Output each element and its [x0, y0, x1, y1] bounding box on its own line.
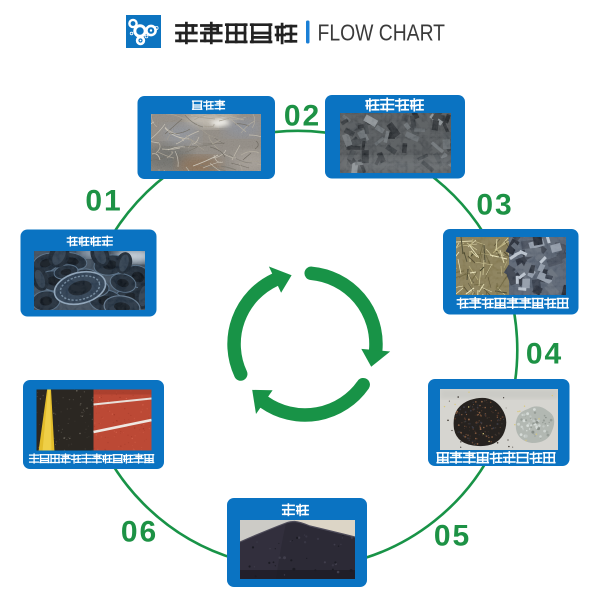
svg-text:02: 02	[284, 100, 321, 133]
svg-text:01: 01	[85, 185, 122, 218]
svg-text:04: 04	[526, 338, 563, 371]
svg-text:06: 06	[121, 516, 158, 549]
svg-text:05: 05	[434, 520, 471, 553]
svg-text:FLOW CHART: FLOW CHART	[318, 20, 446, 46]
svg-text:03: 03	[476, 189, 513, 222]
